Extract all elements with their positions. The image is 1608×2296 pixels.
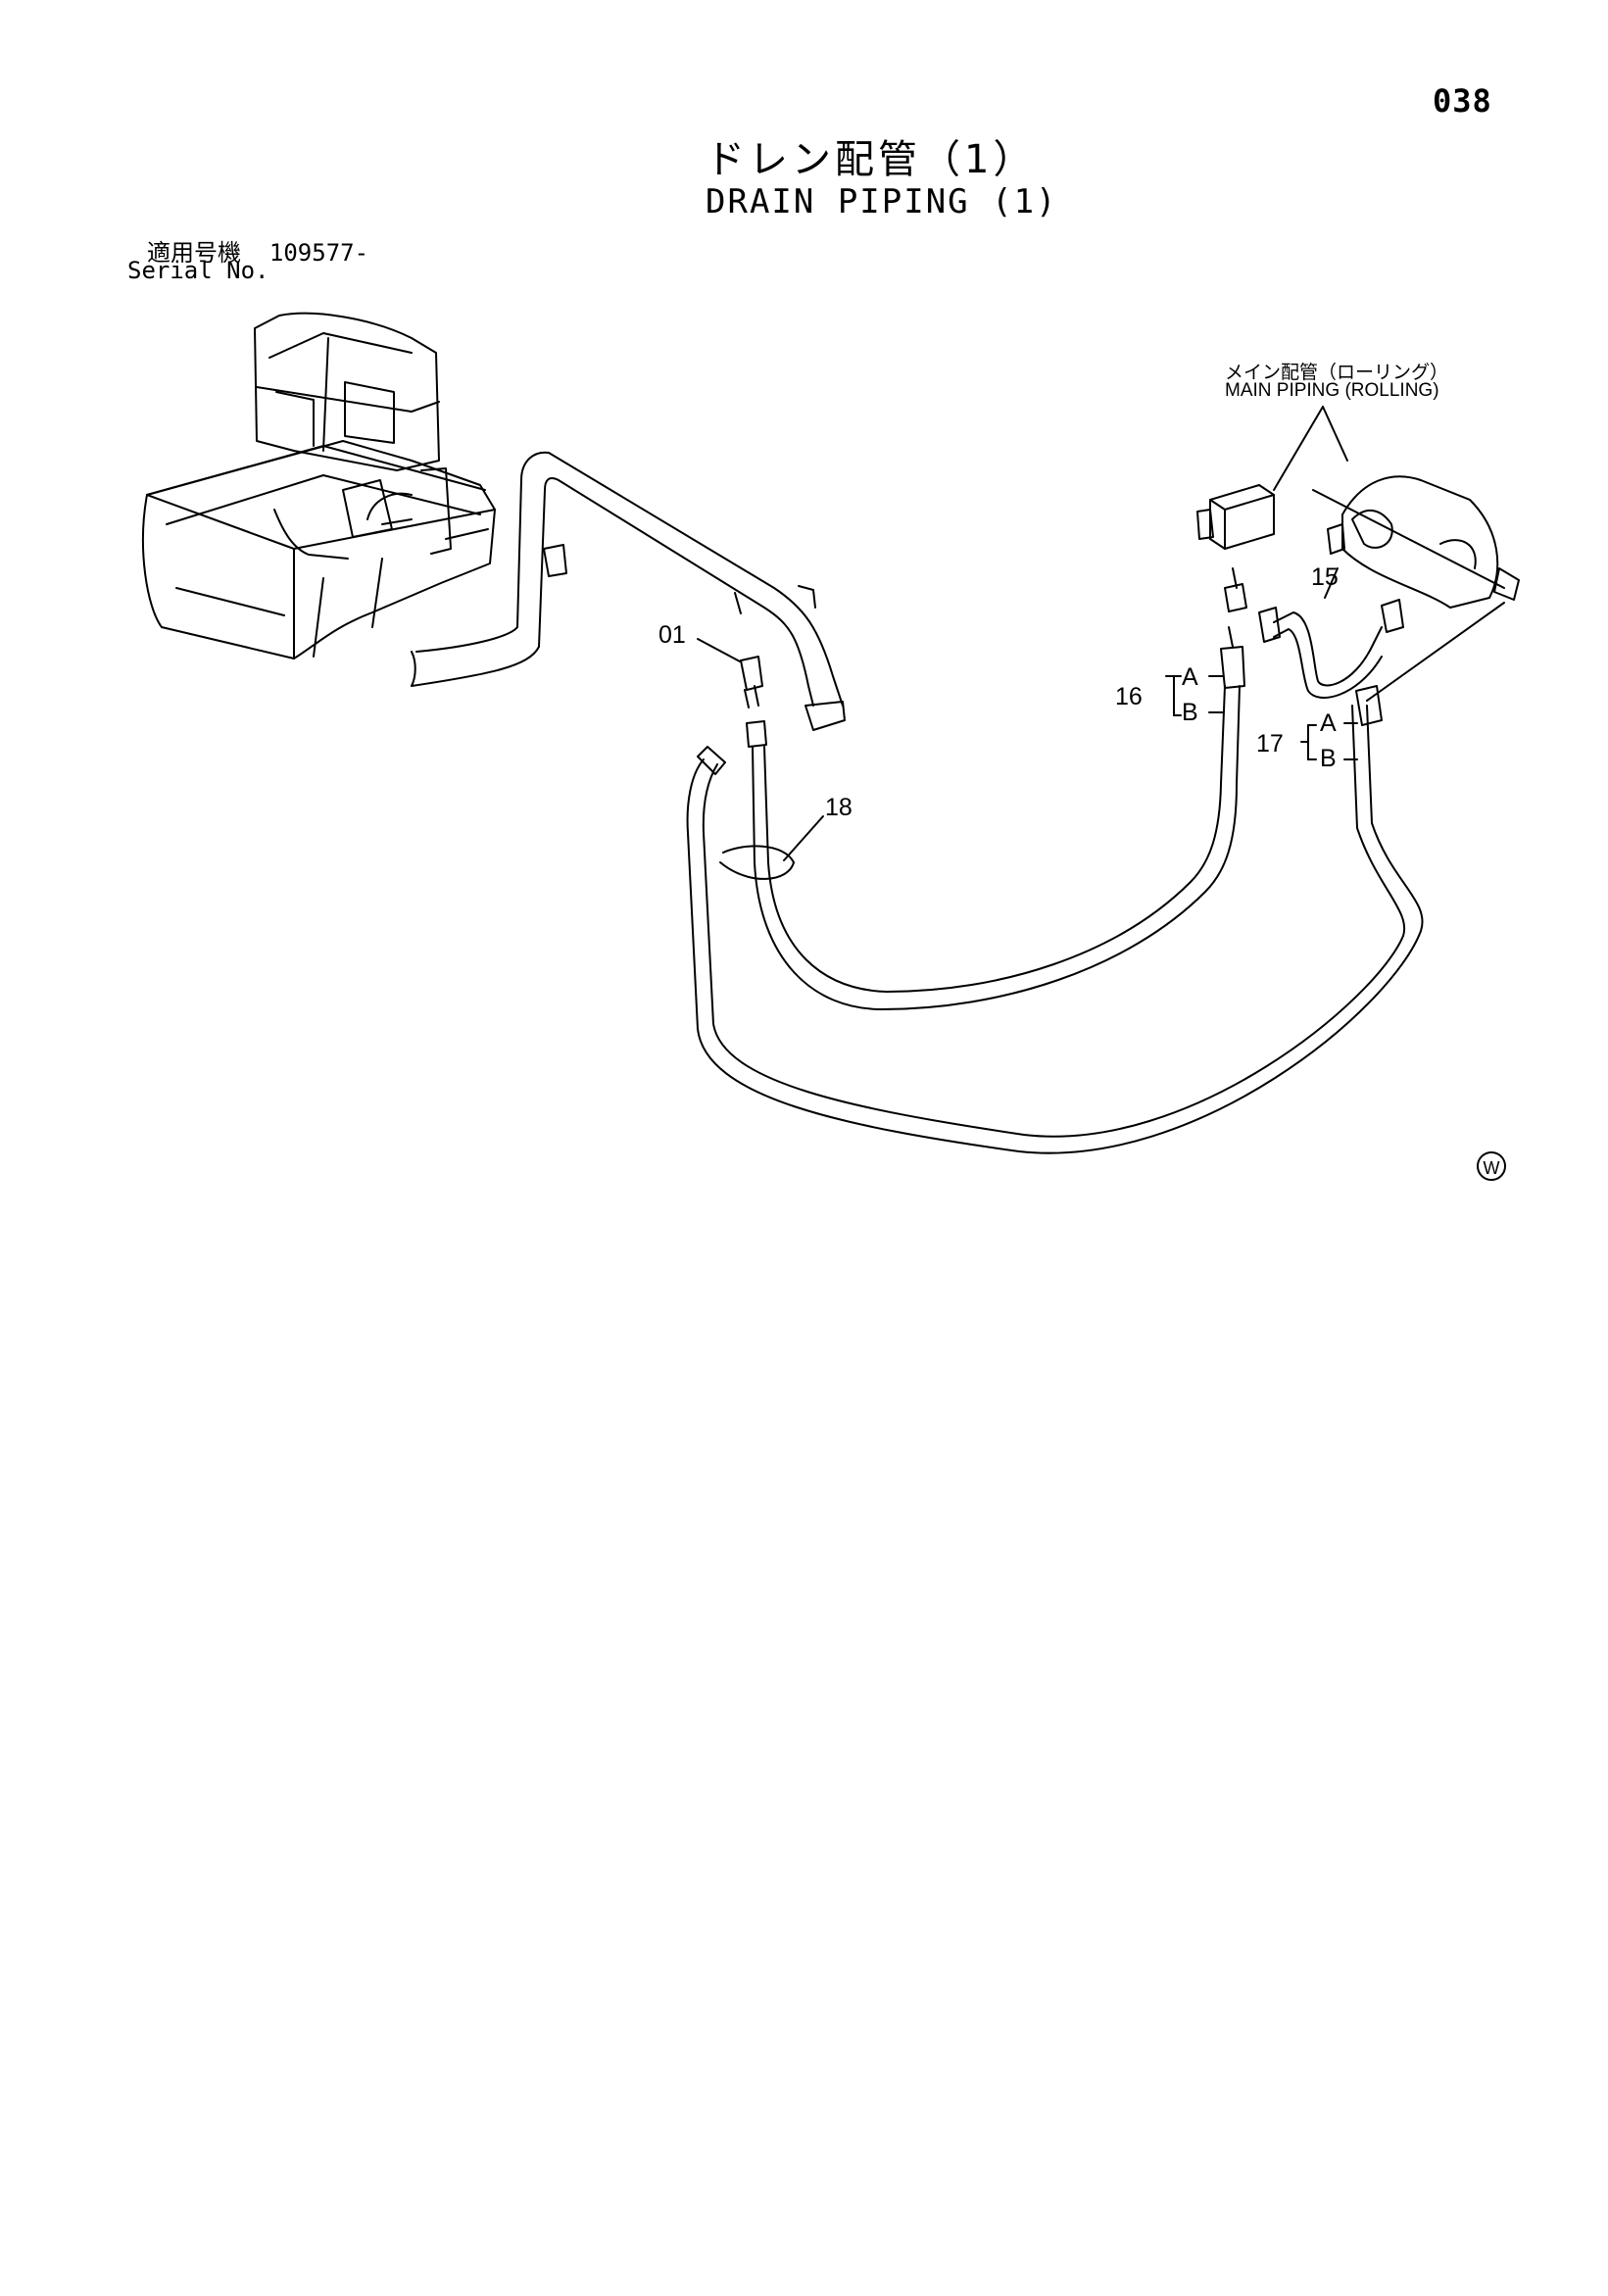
callout-16b: B	[1182, 699, 1198, 726]
main-piping-ref-japanese: メイン配管（ローリング）	[1225, 363, 1449, 383]
fitting-01	[697, 638, 763, 708]
callout-16a: A	[1182, 663, 1198, 691]
serial-japanese: 適用号機 109577-	[147, 233, 368, 268]
callout-17b: B	[1320, 745, 1337, 772]
drain-hoses	[686, 685, 1424, 1154]
main-piping-ref-english: MAIN PIPING (ROLLING)	[1225, 380, 1439, 401]
title-japanese: ドレン配管（1）	[706, 137, 1037, 182]
callout-17: 17	[1256, 730, 1284, 757]
callout-18: 18	[825, 794, 853, 821]
serial-japanese-label: 適用号機	[147, 239, 241, 267]
main-piping-assembly	[1196, 406, 1520, 702]
callout-17a: A	[1320, 709, 1337, 737]
excavator-illustration	[142, 312, 496, 659]
callout-01: 01	[658, 621, 686, 649]
serial-english-label: Serial No.	[127, 257, 269, 284]
return-pipe	[411, 451, 846, 731]
w-mark: W	[1477, 1151, 1506, 1181]
fittings-16-17	[1165, 567, 1383, 760]
callout-16: 16	[1115, 683, 1143, 710]
title-english: DRAIN PIPING (1)	[706, 182, 1058, 221]
serial-number: 109577-	[268, 239, 369, 267]
w-mark-symbol: W	[1484, 1158, 1500, 1178]
page-number: 038	[1433, 82, 1492, 120]
